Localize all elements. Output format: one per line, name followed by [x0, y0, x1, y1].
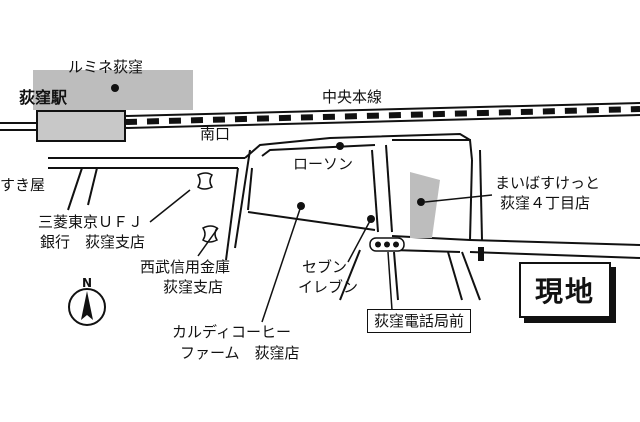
roads	[48, 132, 640, 301]
label-lumine: ルミネ荻窪	[68, 58, 144, 76]
label-south-exit: 南口	[200, 125, 231, 143]
mybasket-lot	[410, 172, 440, 238]
traffic-signal-icon	[369, 237, 405, 252]
label-ufj-2: 銀行 荻窪支店	[40, 233, 146, 251]
label-mybasket-2: 荻窪４丁目店	[500, 194, 591, 212]
station-building	[36, 110, 126, 142]
label-kaldi-1: カルディコーヒー	[172, 323, 291, 341]
label-seibu-1: 西武信用金庫	[140, 258, 231, 276]
leader-lines	[149, 189, 493, 323]
poi-dots	[111, 84, 425, 223]
label-ufj-1: 三菱東京ＵＦＪ	[38, 213, 144, 231]
site-label: 現地	[519, 262, 611, 318]
label-mybasket-1: まいばすけっと	[495, 174, 601, 192]
label-seven-1: セブン	[302, 258, 348, 276]
label-seibu-2: 荻窪支店	[163, 278, 224, 296]
label-lawson: ローソン	[293, 155, 354, 173]
railway-line	[0, 102, 640, 131]
site-marker-icon	[478, 247, 484, 261]
label-seven-2: イレブン	[298, 278, 359, 296]
label-sukiya: すき屋	[0, 176, 46, 194]
pedestrian-bridge-icon	[196, 172, 219, 243]
compass-north-label: N	[82, 276, 93, 290]
label-station: 荻窪駅	[19, 88, 68, 107]
compass-icon	[68, 288, 106, 326]
bus-stop-label: 荻窪電話局前	[367, 309, 472, 333]
label-chuo-line: 中央本線	[322, 88, 383, 106]
label-kaldi-2: ファーム 荻窪店	[180, 344, 300, 362]
